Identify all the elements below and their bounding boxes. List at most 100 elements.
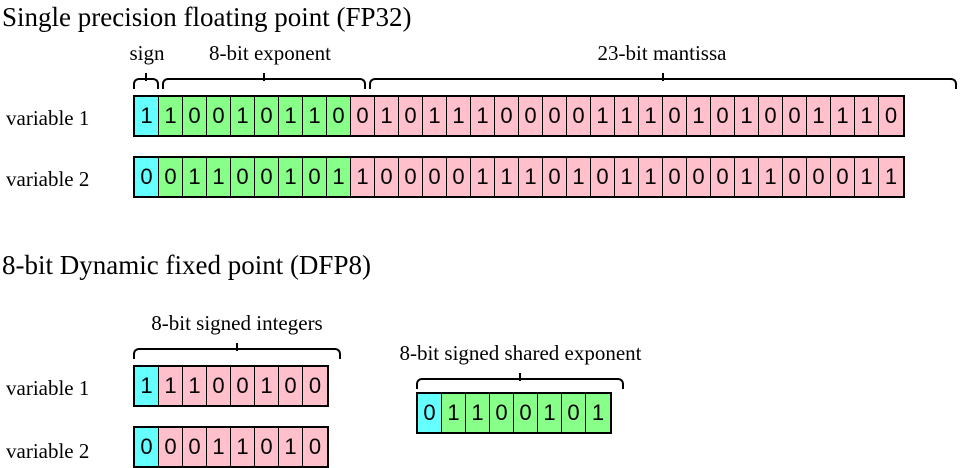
bit-cell-mantissa-14: 0 (687, 158, 711, 196)
fp32-mantissa-brace (369, 73, 957, 89)
dfp8-integers-brace-tick (236, 343, 238, 351)
bit-cell-exponent-6: 1 (586, 394, 610, 432)
bit-cell-mantissa-17: 0 (759, 97, 783, 135)
fp32-row-label-variable-2: variable 2 (6, 167, 90, 191)
bit-cell-mantissa-7: 0 (519, 97, 543, 135)
fp32-section-title: Single precision floating point (FP32) (2, 2, 412, 32)
bit-cell-mantissa-12: 1 (639, 97, 663, 135)
bit-cell-exponent-6: 1 (303, 97, 327, 135)
bit-cell-mantissa-8: 0 (543, 97, 567, 135)
bit-cell-mantissa-11: 1 (615, 158, 639, 196)
bit-cell-mantissa-22: 1 (879, 158, 903, 196)
bit-cell-mantissa-14: 1 (687, 97, 711, 135)
bit-cell-exponent-7: 1 (327, 158, 351, 196)
bit-cell-mantissa-9: 0 (567, 97, 591, 135)
bit-cell-exponent-5: 0 (562, 394, 586, 432)
bit-cell-mantissa-13: 0 (663, 158, 687, 196)
bit-cell-mantissa-17: 1 (759, 158, 783, 196)
bit-cell-value-2: 1 (207, 428, 231, 466)
bit-cell-mantissa-18: 0 (783, 158, 807, 196)
bit-cell-value-1: 0 (183, 428, 207, 466)
bit-cell-mantissa-7: 1 (519, 158, 543, 196)
dfp8-shared-exponent-label: 8-bit signed shared exponent (399, 341, 642, 365)
bit-cell-value-3: 0 (231, 367, 255, 405)
bit-cell-mantissa-0: 1 (351, 158, 375, 196)
bit-cell-exponent-0: 1 (159, 97, 183, 135)
bit-cell-mantissa-4: 0 (447, 158, 471, 196)
fp32-sign-brace (133, 73, 159, 89)
bit-cell-exponent-3: 0 (231, 158, 255, 196)
bit-cell-mantissa-15: 0 (711, 97, 735, 135)
bit-cell-exponent-2: 1 (207, 158, 231, 196)
bit-cell-exponent-2: 0 (207, 97, 231, 135)
bit-cell-exponent-4: 0 (255, 158, 279, 196)
bit-cell-mantissa-19: 1 (807, 97, 831, 135)
bit-cell-mantissa-5: 1 (471, 97, 495, 135)
dfp8-row-label-variable-1: variable 1 (6, 376, 90, 400)
bit-cell-value-2: 0 (207, 367, 231, 405)
bit-cell-value-0: 1 (159, 367, 183, 405)
fp32-sign-label: sign (129, 41, 165, 65)
bit-cell-exponent-5: 1 (279, 97, 303, 135)
bit-cell-value-4: 1 (255, 367, 279, 405)
bit-cell-mantissa-6: 1 (495, 158, 519, 196)
bit-cell-mantissa-4: 1 (447, 97, 471, 135)
bit-cell-exponent-6: 0 (303, 158, 327, 196)
bit-cell-mantissa-20: 0 (831, 158, 855, 196)
fp32-row-label-variable-1: variable 1 (6, 106, 90, 130)
bit-cell-exponent-2: 0 (490, 394, 514, 432)
bit-cell-mantissa-10: 0 (591, 158, 615, 196)
bit-cell-exponent-7: 0 (327, 97, 351, 135)
dfp8-shared-exponent-brace-tick (519, 373, 521, 381)
bit-cell-mantissa-3: 0 (423, 158, 447, 196)
bit-cell-mantissa-11: 1 (615, 97, 639, 135)
bit-cell-value-0: 0 (159, 428, 183, 466)
bit-cell-value-5: 1 (279, 428, 303, 466)
bit-cell-mantissa-2: 0 (399, 97, 423, 135)
bit-cell-sign: 1 (135, 97, 159, 135)
bit-cell-mantissa-9: 1 (567, 158, 591, 196)
fp32-exponent-brace (162, 73, 366, 89)
bit-cell-value-4: 0 (255, 428, 279, 466)
bit-cell-sign: 0 (135, 158, 159, 196)
bit-cell-value-1: 1 (183, 367, 207, 405)
fp32-sign-brace-tick (145, 73, 147, 81)
bit-cell-value-5: 0 (279, 367, 303, 405)
bit-cell-exponent-4: 1 (538, 394, 562, 432)
bit-cell-exponent-0: 0 (159, 158, 183, 196)
dfp8-integers-brace (133, 343, 341, 359)
bit-cell-exponent-1: 1 (183, 158, 207, 196)
bit-cell-exponent-4: 0 (255, 97, 279, 135)
bit-cell-value-6: 0 (303, 428, 327, 466)
dfp8-row-label-variable-2: variable 2 (6, 439, 90, 463)
bit-cell-mantissa-16: 1 (735, 97, 759, 135)
bit-cell-value-6: 0 (303, 367, 327, 405)
bit-cell-mantissa-19: 0 (807, 158, 831, 196)
bit-cell-mantissa-1: 1 (375, 97, 399, 135)
bit-cell-mantissa-21: 1 (855, 158, 879, 196)
bit-cell-exponent-3: 0 (514, 394, 538, 432)
bit-cell-mantissa-12: 1 (639, 158, 663, 196)
dfp8-section-title: 8-bit Dynamic fixed point (DFP8) (2, 250, 371, 280)
bit-cell-mantissa-2: 0 (399, 158, 423, 196)
bit-cell-mantissa-22: 0 (879, 97, 903, 135)
fp32-exponent-brace-tick (263, 73, 265, 81)
bit-cell-mantissa-0: 0 (351, 97, 375, 135)
bit-cell-mantissa-10: 1 (591, 97, 615, 135)
bit-cell-value-3: 1 (231, 428, 255, 466)
bit-cell-exponent-0: 1 (442, 394, 466, 432)
fp32-mantissa-label: 23-bit mantissa (597, 41, 727, 65)
fp32-mantissa-brace-tick (662, 73, 664, 81)
bit-cell-exponent-3: 1 (231, 97, 255, 135)
bit-cell-mantissa-13: 0 (663, 97, 687, 135)
bit-cell-sign: 0 (418, 394, 442, 432)
bit-cell-exponent-1: 0 (183, 97, 207, 135)
bit-cell-mantissa-16: 1 (735, 158, 759, 196)
bit-cell-exponent-5: 1 (279, 158, 303, 196)
bit-cell-sign: 1 (135, 367, 159, 405)
bit-cell-mantissa-8: 0 (543, 158, 567, 196)
